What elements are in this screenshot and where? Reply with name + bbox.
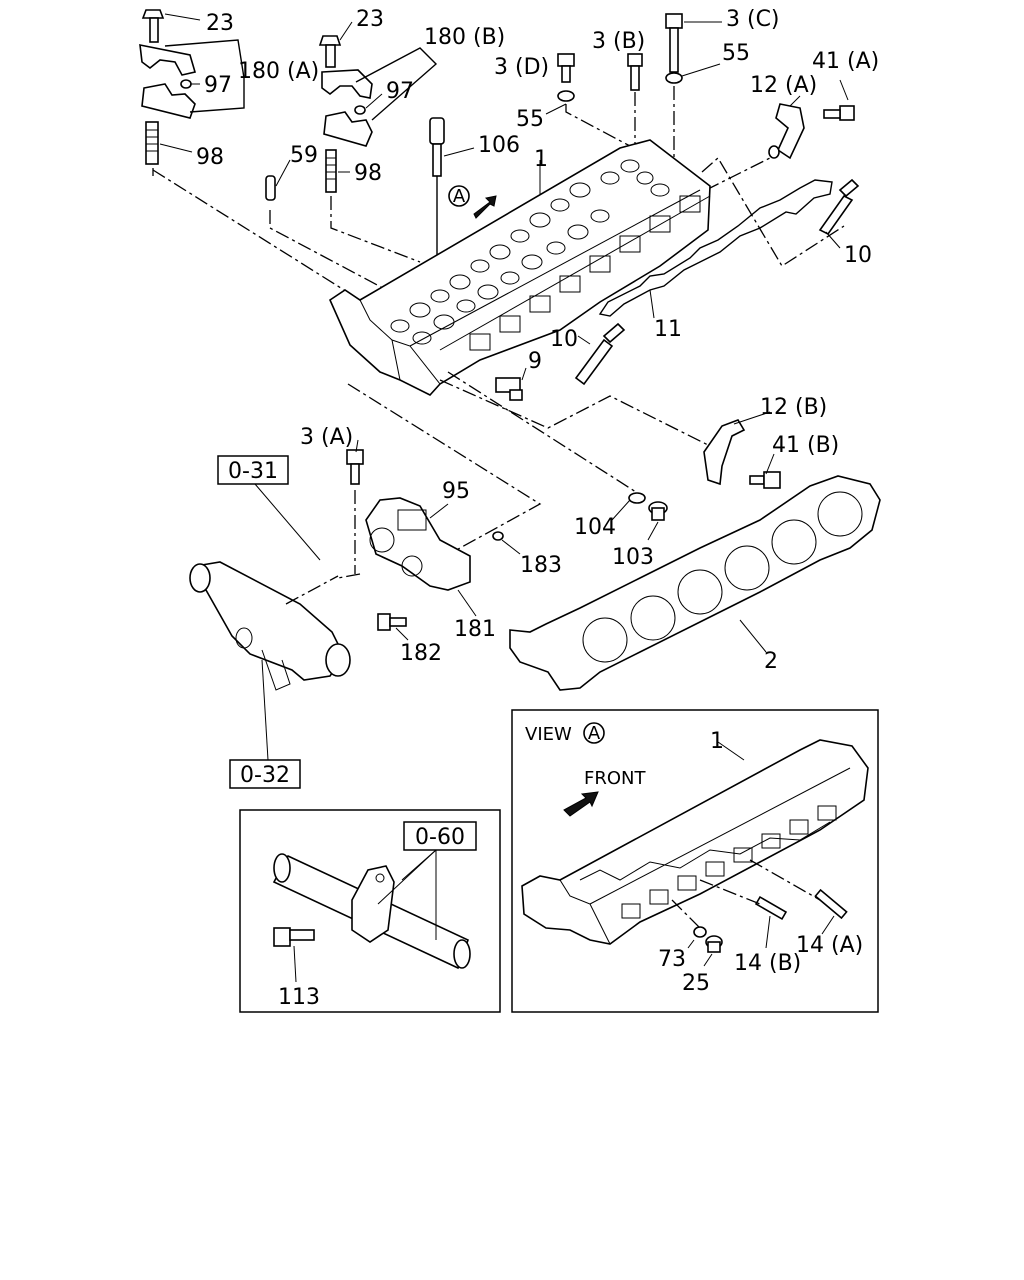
plug-25 [705, 935, 723, 953]
callout-23b: 23 [356, 7, 384, 32]
bolt-41a [823, 105, 855, 121]
bolt-113 [273, 927, 315, 947]
view-marker: A [588, 723, 601, 744]
callout-103: 103 [612, 545, 654, 570]
callout-97b: 97 [386, 79, 414, 104]
view-callout-14b: 14 (B) [734, 951, 801, 976]
callout-104: 104 [574, 515, 616, 540]
callout-3c: 3 (C) [726, 7, 780, 32]
callout-55a: 55 [722, 41, 750, 66]
bearing-cap-assembly-a [139, 9, 197, 165]
callout-106: 106 [478, 133, 520, 158]
callout-11: 11 [654, 317, 682, 342]
bracket-12a [775, 103, 805, 160]
callout-12a: 12 (A) [750, 73, 817, 98]
washer-55 [557, 90, 575, 102]
view-callout-1: 1 [710, 729, 724, 754]
callout-95: 95 [442, 479, 470, 504]
bolt-41b [749, 471, 781, 489]
callout-98b: 98 [354, 161, 382, 186]
callout-98a: 98 [196, 145, 224, 170]
bolt-3c [665, 13, 683, 73]
plug-103 [648, 501, 668, 521]
view-direction-arrow [473, 195, 497, 219]
view-title: VIEW [525, 724, 572, 745]
glow-plug-10a [818, 178, 860, 236]
callout-41a: 41 (A) [812, 49, 879, 74]
callout-2: 2 [764, 649, 778, 674]
leader-lines [159, 13, 849, 761]
dowel-pin [265, 175, 276, 201]
washer-73 [693, 926, 707, 938]
callout-97a: 97 [204, 73, 232, 98]
thermostat-housing [365, 497, 471, 591]
front-arrow-icon [563, 791, 599, 817]
callout-10a: 10 [844, 243, 872, 268]
callout-3d: 3 (D) [494, 55, 549, 80]
inset-view-a: VIEW A FRONT [511, 709, 879, 1013]
glow-plug-10b [574, 322, 626, 386]
callout-23a: 23 [206, 11, 234, 36]
callout-3a: 3 (A) [300, 425, 353, 450]
front-label: FRONT [584, 768, 646, 789]
callout-41b: 41 (B) [772, 433, 839, 458]
view-callout-25: 25 [682, 971, 710, 996]
ref-0-60[interactable]: 0-60 [403, 821, 477, 851]
callout-183: 183 [520, 553, 562, 578]
stud-14b [754, 895, 788, 921]
callout-180a: 180 (A) [238, 59, 319, 84]
callout-3b: 3 (B) [592, 29, 645, 54]
water-outlet-pipe [189, 561, 351, 691]
callout-labels: 23 180 (A) 97 98 23 180 (B) 97 98 59 106… [196, 7, 879, 674]
temperature-sensor [495, 377, 523, 401]
bolt-3d [557, 53, 575, 83]
ref-0-31[interactable]: 0-31 [217, 455, 289, 485]
svg-text:0-31: 0-31 [228, 459, 278, 484]
svg-text:A: A [453, 186, 466, 207]
o-ring-183 [492, 531, 504, 541]
svg-text:0-60: 0-60 [415, 825, 465, 850]
callout-180b: 180 (B) [424, 25, 505, 50]
bearing-cap-assembly-b [318, 35, 373, 193]
view-callout-14a: 14 (A) [796, 933, 863, 958]
bolt-3a [346, 449, 364, 485]
bracket-12b [703, 419, 746, 486]
washer-55b [665, 72, 683, 84]
ref-0-32[interactable]: 0-32 [229, 759, 301, 789]
callout-12b: 12 (B) [760, 395, 827, 420]
callout-1: 1 [534, 147, 548, 172]
view-a-marker [448, 185, 470, 207]
callout-9: 9 [528, 349, 542, 374]
bolt-182 [377, 613, 407, 631]
callout-182: 182 [400, 641, 442, 666]
stud-14a [814, 888, 848, 920]
callout-181: 181 [454, 617, 496, 642]
callout-59: 59 [290, 143, 318, 168]
callout-10b: 10 [550, 327, 578, 352]
gasket-11 [598, 179, 833, 317]
svg-text:0-32: 0-32 [240, 763, 290, 788]
callout-55b: 55 [516, 107, 544, 132]
washer-104 [628, 492, 646, 504]
head-gasket [509, 475, 881, 691]
bolt-3b [627, 53, 643, 91]
callout-113: 113 [278, 985, 320, 1010]
view-callout-73: 73 [658, 947, 686, 972]
cylinder-head [328, 139, 711, 396]
